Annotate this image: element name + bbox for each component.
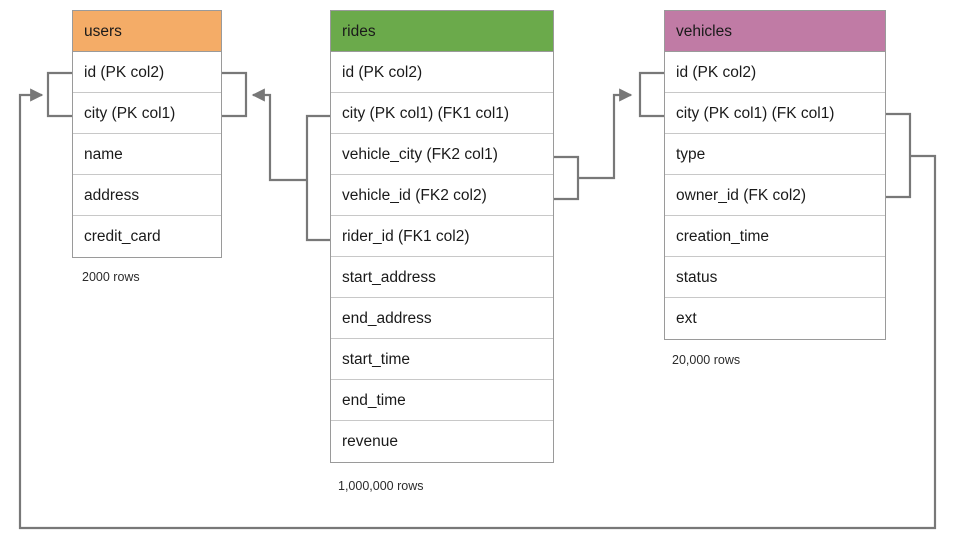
field-rides-start-time[interactable]: start_time (331, 339, 553, 380)
field-users-city[interactable]: city (PK col1) (73, 93, 221, 134)
users-left-bracket (46, 71, 72, 118)
rides-fk1-bracket (305, 114, 330, 242)
field-vehicles-type[interactable]: type (665, 134, 885, 175)
vehicles-left-bracket (638, 71, 664, 118)
field-rides-end-time[interactable]: end_time (331, 380, 553, 421)
row-count-rides: 1,000,000 rows (338, 479, 424, 493)
field-rides-vehicle-id[interactable]: vehicle_id (FK2 col2) (331, 175, 553, 216)
rides-fk2-route (578, 88, 633, 180)
field-users-credit-card[interactable]: credit_card (73, 216, 221, 257)
entity-users-header: users (73, 11, 221, 52)
field-rides-city[interactable]: city (PK col1) (FK1 col1) (331, 93, 553, 134)
entity-vehicles-header: vehicles (665, 11, 885, 52)
vehicles-fk-bracket (886, 112, 912, 199)
row-count-users: 2000 rows (82, 270, 140, 284)
entity-vehicles[interactable]: vehicles id (PK col2) city (PK col1) (FK… (664, 10, 886, 340)
field-vehicles-owner-id[interactable]: owner_id (FK col2) (665, 175, 885, 216)
field-users-id[interactable]: id (PK col2) (73, 52, 221, 93)
entity-rides-header: rides (331, 11, 553, 52)
field-vehicles-city[interactable]: city (PK col1) (FK col1) (665, 93, 885, 134)
field-vehicles-ext[interactable]: ext (665, 298, 885, 339)
field-users-name[interactable]: name (73, 134, 221, 175)
rides-fk1-route (251, 88, 307, 182)
rides-fk2-bracket (554, 155, 580, 201)
field-users-address[interactable]: address (73, 175, 221, 216)
field-rides-start-address[interactable]: start_address (331, 257, 553, 298)
row-count-vehicles: 20,000 rows (672, 353, 741, 367)
field-rides-id[interactable]: id (PK col2) (331, 52, 553, 93)
field-vehicles-status[interactable]: status (665, 257, 885, 298)
users-right-bracket (222, 71, 248, 118)
field-rides-revenue[interactable]: revenue (331, 421, 553, 462)
field-vehicles-id[interactable]: id (PK col2) (665, 52, 885, 93)
field-rides-rider-id[interactable]: rider_id (FK1 col2) (331, 216, 553, 257)
field-rides-vehicle-city[interactable]: vehicle_city (FK2 col1) (331, 134, 553, 175)
entity-rides[interactable]: rides id (PK col2) city (PK col1) (FK1 c… (330, 10, 554, 463)
field-vehicles-creation-time[interactable]: creation_time (665, 216, 885, 257)
field-rides-end-address[interactable]: end_address (331, 298, 553, 339)
entity-users[interactable]: users id (PK col2) city (PK col1) name a… (72, 10, 222, 258)
